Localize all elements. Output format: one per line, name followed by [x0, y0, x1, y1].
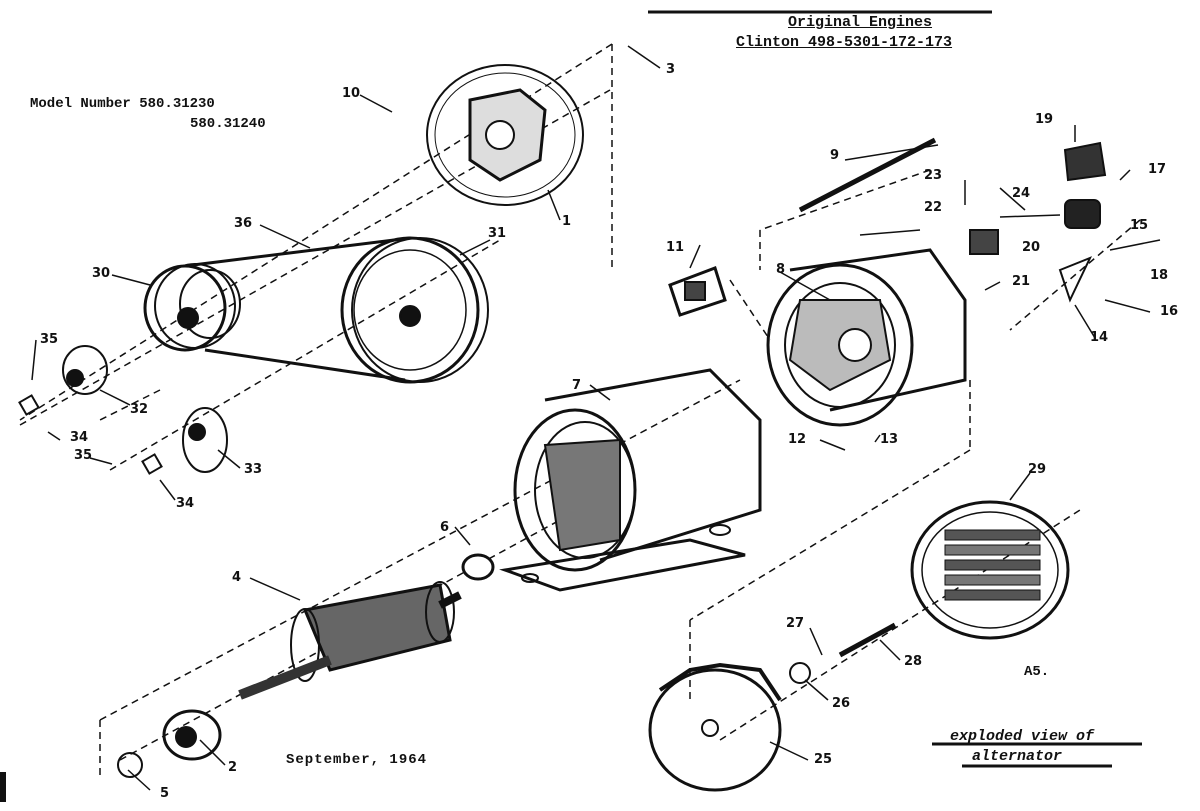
- callout-34-upper: 34: [70, 430, 89, 445]
- caption-line2: alternator: [972, 748, 1063, 765]
- callout-9: 9: [830, 148, 840, 163]
- callout-1: 1: [562, 214, 572, 229]
- callout-27: 27: [786, 616, 805, 631]
- callout-17: 17: [1148, 162, 1167, 177]
- callout-21: 21: [1012, 274, 1031, 289]
- callout-35-upper: 35: [40, 332, 59, 347]
- callout-3: 3: [666, 62, 676, 77]
- callout-35-lower: 35: [74, 448, 93, 463]
- model-number-second: 580.31240: [190, 116, 266, 132]
- caption-line1: exploded view of: [950, 728, 1095, 745]
- callout-5: 5: [160, 786, 170, 801]
- callout-28: 28: [904, 654, 923, 669]
- callout-25: 25: [814, 752, 833, 767]
- callout-11: 11: [666, 240, 685, 255]
- callout-15: 15: [1130, 218, 1149, 233]
- callout-26: 26: [832, 696, 851, 711]
- callout-16: 16: [1160, 304, 1179, 319]
- header-title-line2: Clinton 498-5301-172-173: [736, 34, 953, 51]
- callout-31: 31: [488, 226, 507, 241]
- callout-13: 13: [880, 432, 899, 447]
- callout-22: 22: [924, 200, 943, 215]
- callout-14: 14: [1090, 330, 1109, 345]
- callout-23: 23: [924, 168, 943, 183]
- callout-34-lower: 34: [176, 496, 195, 511]
- callout-12: 12: [788, 432, 807, 447]
- date-label: September, 1964: [286, 752, 428, 768]
- callout-2: 2: [228, 760, 238, 775]
- callout-19: 19: [1035, 112, 1054, 127]
- callout-4: 4: [232, 570, 242, 585]
- callout-18: 18: [1150, 268, 1169, 283]
- model-number-label: Model Number 580.31230: [30, 96, 215, 112]
- callout-6: 6: [440, 520, 450, 535]
- callout-30: 30: [92, 266, 111, 281]
- callout-7: 7: [572, 378, 582, 393]
- callout-8: 8: [776, 262, 786, 277]
- callout-33: 33: [244, 462, 263, 477]
- callout-20: 20: [1022, 240, 1041, 255]
- page-code: A5.: [1024, 664, 1050, 680]
- callout-32: 32: [130, 402, 149, 417]
- callout-24: 24: [1012, 186, 1031, 201]
- callout-10: 10: [342, 86, 361, 101]
- header-title-line1: Original Engines: [788, 14, 933, 31]
- callout-36: 36: [234, 216, 253, 231]
- callout-29: 29: [1028, 462, 1047, 477]
